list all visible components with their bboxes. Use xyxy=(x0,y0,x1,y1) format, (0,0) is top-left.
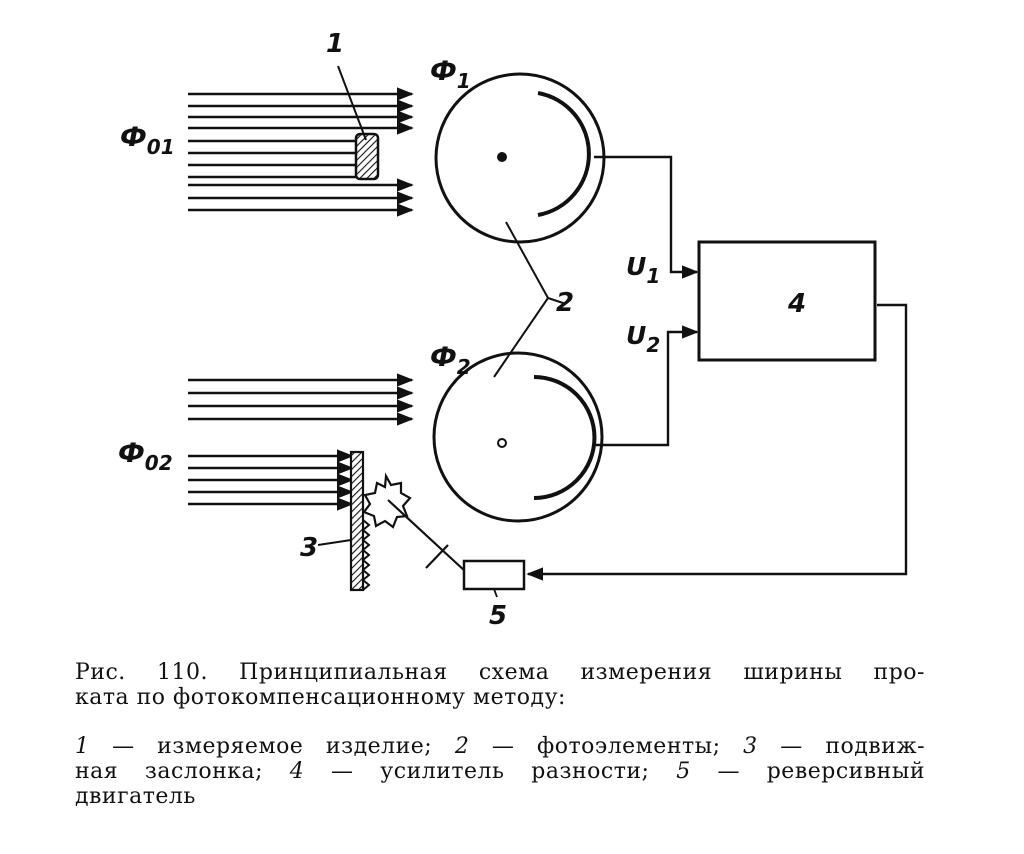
label-part-2: 2 xyxy=(556,288,574,318)
legend-num: 1 xyxy=(75,734,90,759)
label-voltage-2: U2 xyxy=(626,321,660,357)
legend-num: 3 xyxy=(743,734,758,759)
photocell-1 xyxy=(434,72,606,244)
caption-line-1: Рис. 110. Принципиальная схема измерения… xyxy=(75,660,925,685)
legend-line-3: двигатель xyxy=(75,784,925,809)
caption-line-2: ката по фотокомпенсационному методу: xyxy=(75,685,566,710)
label-part-1: 1 xyxy=(326,29,344,59)
label-flux-01: Ф01 xyxy=(120,122,175,159)
legend-text: — подвиж- xyxy=(780,734,926,759)
legend-text: — усилитель разности; xyxy=(331,759,650,784)
label-voltage-1: U1 xyxy=(626,252,660,288)
wiring xyxy=(526,155,908,581)
measurement-schematic: Ф01 Ф02 Ф1 Ф2 U1 U2 1 2 3 4 5 xyxy=(118,29,908,631)
difference-amplifier xyxy=(697,240,877,362)
legend-text: ная заслонка; xyxy=(75,759,264,784)
label-flux-2: Ф2 xyxy=(430,342,471,379)
figure-caption: Рис. 110. Принципиальная схема измерения… xyxy=(75,660,925,710)
upper-light-beam xyxy=(188,87,414,217)
legend-num: 4 xyxy=(289,759,305,784)
legend-text: двигатель xyxy=(75,784,196,809)
label-flux-02: Ф02 xyxy=(118,438,173,475)
legend-text: — реверсивный xyxy=(717,759,926,784)
label-part-4: 4 xyxy=(787,289,806,319)
measured-item xyxy=(354,132,380,181)
legend-text: — фотоэлементы; xyxy=(491,734,721,759)
legend-num: 2 xyxy=(454,734,470,759)
reversible-motor xyxy=(462,559,526,591)
photocell-2 xyxy=(432,351,604,523)
label-part-3: 3 xyxy=(300,533,318,563)
gear-icon xyxy=(362,472,412,529)
label-part-5: 5 xyxy=(489,601,507,631)
legend-line-1: 1 — измеряемое изделие; 2 — фотоэлементы… xyxy=(75,734,925,759)
legend-text: — измеряемое изделие; xyxy=(112,734,433,759)
legend-line-2: ная заслонка; 4 — усилитель разности; 5 … xyxy=(75,759,925,784)
label-flux-1: Ф1 xyxy=(430,56,471,93)
figure-legend: 1 — измеряемое изделие; 2 — фотоэлементы… xyxy=(75,734,925,809)
legend-num: 5 xyxy=(676,759,691,784)
lower-light-beam xyxy=(188,373,414,511)
movable-shutter xyxy=(349,450,365,592)
